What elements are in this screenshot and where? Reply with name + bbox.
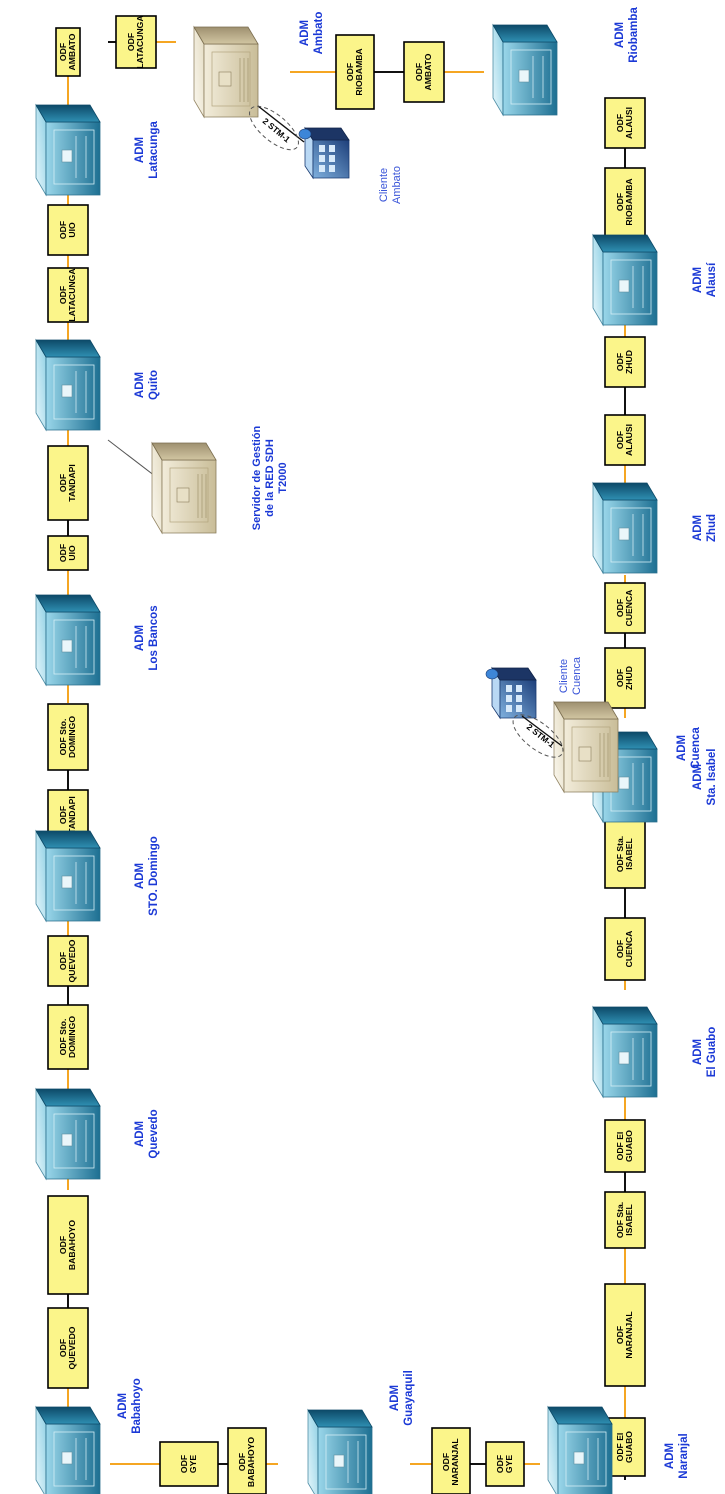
odf-babahoyo-2[interactable]: ODFBABAHOYO [228, 1428, 266, 1494]
server-rack-icon [36, 340, 100, 430]
odf-zhud-1[interactable]: ODFZHUD [605, 337, 645, 387]
odf-sta-isabel-2[interactable]: ODF Sta.ISABEL [605, 1192, 645, 1248]
server-rack-icon [36, 105, 100, 195]
odf-latacunga-top[interactable]: ODFLATACUNGA [116, 15, 156, 68]
adm-babahoyo-node[interactable] [36, 1407, 100, 1494]
odf-ambato-r[interactable]: ODFAMBATO [404, 42, 444, 102]
adm-quevedo-node[interactable] [36, 1089, 100, 1179]
adm-naranjal-node[interactable] [548, 1407, 612, 1494]
svg-text:ODF Sta.ISABEL: ODF Sta.ISABEL [615, 836, 634, 872]
odf-alausi-2[interactable]: ODFALAUSI [605, 415, 645, 465]
management-server-node[interactable] [152, 443, 216, 533]
svg-text:ODF Sto.DOMINGO: ODF Sto.DOMINGO [58, 1016, 77, 1058]
cliente-ambato-node[interactable] [299, 128, 349, 178]
adm-quito-node[interactable] [36, 340, 100, 430]
odf-cuenca-1[interactable]: ODFCUENCA [605, 583, 645, 633]
adm-label-zhud: ADMZhud [692, 514, 718, 542]
server-rack-icon [36, 595, 100, 685]
odf-latacunga-2[interactable]: ODFLATACUNGA [48, 268, 88, 322]
management-server-label: Servidor de Gestiónde la RED SDHT2000 [251, 425, 289, 530]
adm-el-guabo-node[interactable] [593, 1007, 657, 1097]
svg-text:ODF Sta.ISABEL: ODF Sta.ISABEL [615, 1202, 634, 1238]
server-rack-icon [36, 1407, 100, 1494]
server-rack-icon [548, 1407, 612, 1494]
odf-cuenca-2[interactable]: ODFCUENCA [605, 918, 645, 980]
odf-quevedo-2[interactable]: ODFQUEVEDO [48, 1308, 88, 1388]
adm-zhud-node[interactable] [593, 483, 657, 573]
management-server-icon [152, 443, 216, 533]
adm-label-ambato: ADMAmbato [299, 12, 325, 55]
cliente-cuenca-label: ClienteCuenca [558, 656, 583, 695]
odf-uio-1[interactable]: ODFUIO [48, 205, 88, 255]
adm-cuenca-node[interactable] [554, 702, 618, 792]
odf-alausi-1[interactable]: ODFALAUSI [605, 98, 645, 148]
svg-text:ODFUIO: ODFUIO [58, 544, 77, 562]
adm-guayaquil-node[interactable] [308, 1410, 372, 1494]
server-rack-icon [36, 831, 100, 921]
adm-alausi-node[interactable] [593, 235, 657, 325]
svg-text:ODF Sto.DOMINGO: ODF Sto.DOMINGO [58, 716, 77, 758]
server-rack-icon [593, 235, 657, 325]
adm-sto-domingo-node[interactable] [36, 831, 100, 921]
server-rack-icon [36, 1089, 100, 1179]
odf-sto-domingo-2[interactable]: ODF Sto.DOMINGO [48, 1005, 88, 1069]
client-building-icon [486, 668, 536, 718]
odf-sta-isabel-1[interactable]: ODF Sta.ISABEL [605, 820, 645, 888]
odf-gye-2[interactable]: ODFGYE [486, 1442, 524, 1486]
odf-uio-2[interactable]: ODFUIO [48, 536, 88, 570]
svg-text:ODFZHUD: ODFZHUD [615, 350, 634, 374]
stm-link-ambato: 2 STM-1 [243, 99, 306, 157]
server-rack-icon [593, 483, 657, 573]
svg-text:ODF ElGUABO: ODF ElGUABO [615, 1431, 634, 1463]
cliente-ambato-label: ClienteAmbato [378, 166, 403, 204]
odf-gye-1[interactable]: ODFGYE [160, 1442, 218, 1486]
adm-latacunga-node[interactable] [36, 105, 100, 195]
odf-zhud-2[interactable]: ODFZHUD [605, 648, 645, 708]
odf-ambato-top[interactable]: ODFAMBATO [56, 28, 80, 76]
adm-riobamba-node[interactable] [493, 25, 557, 115]
server-rack-icon [593, 1007, 657, 1097]
odf-el-guabo-1[interactable]: ODF ElGUABO [605, 1120, 645, 1172]
beige-server-icon [554, 702, 618, 792]
odf-babahoyo-1[interactable]: ODFBABAHOYO [48, 1196, 88, 1294]
cliente-cuenca-node[interactable] [486, 668, 536, 718]
server-rack-icon [308, 1410, 372, 1494]
odf-naranjal-2[interactable]: ODFNARANJAL [605, 1284, 645, 1386]
odf-tandapi-1[interactable]: ODFTANDAPI [48, 446, 88, 520]
adm-los-bancos-node[interactable] [36, 595, 100, 685]
odf-left-group: ODFAMBATO ODFLATACUNGA ODFUIO ODFLATACUN… [48, 15, 524, 1494]
svg-text:ODFZHUD: ODFZHUD [615, 666, 634, 690]
server-rack-icon [493, 25, 557, 115]
svg-text:ODFGYE: ODFGYE [495, 1455, 514, 1473]
odf-naranjal-1[interactable]: ODFNARANJAL [432, 1428, 470, 1494]
odf-sto-domingo-1[interactable]: ODF Sto.DOMINGO [48, 704, 88, 770]
adm-ambato-node[interactable] [194, 27, 258, 117]
odf-riobamba-2[interactable]: ODFRIOBAMBA [605, 168, 645, 236]
svg-text:ODF ElGUABO: ODF ElGUABO [615, 1130, 634, 1162]
svg-text:ODFGYE: ODFGYE [179, 1455, 198, 1473]
odf-riobamba-top[interactable]: ODFRIOBAMBA [336, 35, 374, 109]
svg-text:ODFUIO: ODFUIO [58, 221, 77, 239]
client-building-icon [299, 128, 349, 178]
beige-server-icon [194, 27, 258, 117]
links-left [68, 42, 540, 1464]
odf-quevedo-1[interactable]: ODFQUEVEDO [48, 936, 88, 986]
